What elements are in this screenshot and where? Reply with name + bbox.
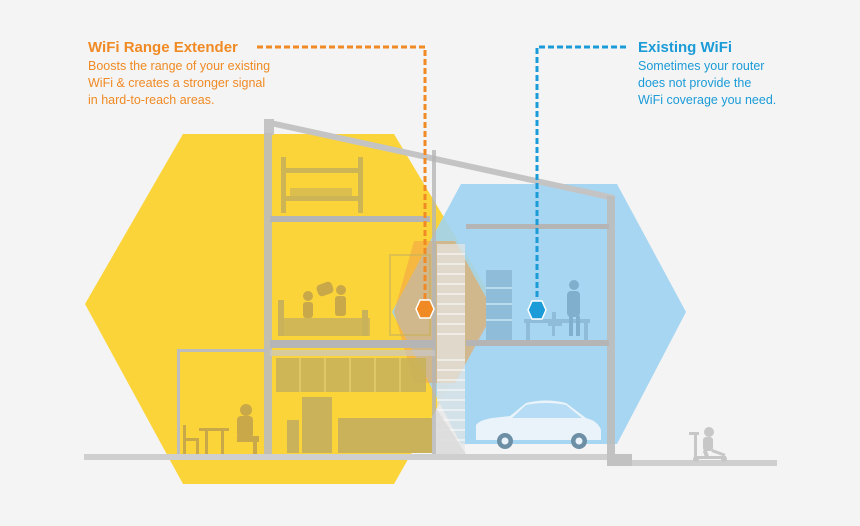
- cabinet-dividers: [299, 358, 401, 392]
- router-node-icon: [527, 300, 547, 320]
- floor-kitchen-top: [270, 350, 435, 356]
- existing-wifi-desc-line-1: Sometimes your router: [638, 59, 765, 73]
- left-wall: [264, 133, 272, 457]
- car-icon: [476, 400, 601, 449]
- kitchen-lower-cabinets: [287, 418, 432, 453]
- existing-wifi-callout: Existing WiFi Sometimes your router does…: [638, 39, 838, 109]
- middle-wall: [432, 150, 436, 460]
- ground-line: [84, 454, 612, 460]
- floor-middle-right: [466, 340, 609, 346]
- existing-wifi-title: Existing WiFi: [638, 39, 733, 56]
- extender-callout: WiFi Range Extender Boosts the range of …: [88, 39, 298, 109]
- extender-leader-line: [257, 45, 427, 300]
- patio-frame: [178, 349, 268, 352]
- refrigerator: [302, 397, 332, 453]
- extender-title: WiFi Range Extender: [88, 39, 238, 56]
- floor-middle-left: [270, 340, 435, 348]
- floor-upper-right: [466, 224, 609, 229]
- woman-on-phone-icon: [567, 280, 580, 336]
- roof-cap: [264, 119, 274, 135]
- extender-node-icon: [415, 299, 435, 319]
- driveway: [612, 460, 777, 466]
- existing-wifi-desc-line-3: WiFi coverage you need.: [638, 93, 777, 107]
- extender-desc-line-2: WiFi & creates a stronger signal: [88, 76, 266, 90]
- extender-desc-line-3: in hard-to-reach areas.: [88, 93, 215, 107]
- patio-table: [199, 428, 229, 455]
- bookshelf-lines: [486, 287, 512, 321]
- desk: [524, 319, 590, 340]
- bed: [278, 300, 370, 336]
- existing-wifi-desc-line-2: does not provide the: [638, 76, 752, 90]
- kids-pillow-fight-icon: [303, 281, 346, 318]
- stair-landing: [436, 408, 470, 460]
- patio-chair: [183, 425, 199, 455]
- floor-attic: [270, 216, 430, 222]
- sitting-man-icon: [237, 404, 259, 455]
- kitchen-upper-cabinets: [276, 358, 426, 392]
- staircase-steps: [437, 253, 465, 441]
- bunk-bed: [281, 157, 363, 213]
- office-chair: [548, 312, 562, 336]
- extender-desc-line-1: Boosts the range of your existing: [88, 59, 271, 73]
- patio-post: [177, 349, 180, 455]
- window-frame: [389, 254, 431, 336]
- roof-line: [265, 119, 615, 201]
- curb: [607, 454, 632, 466]
- kid-on-scooter-icon: [689, 427, 727, 462]
- wifi-leader-line: [535, 45, 626, 300]
- right-wall: [607, 196, 615, 466]
